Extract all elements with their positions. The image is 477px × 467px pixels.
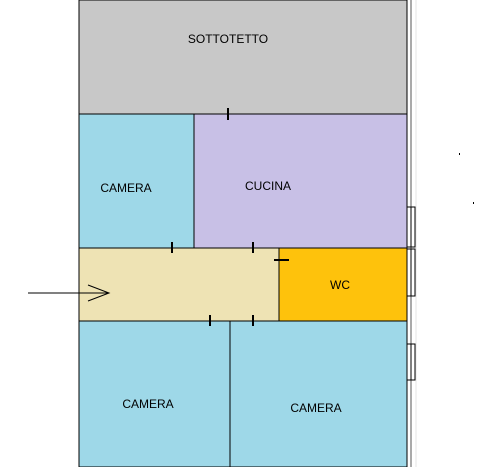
bathroom-label: WC: [330, 278, 350, 292]
window-kitchen: [406, 206, 416, 248]
entrance-arrow-icon: [28, 284, 111, 302]
bathroom-room: [278, 247, 408, 322]
window-bedroom: [406, 343, 416, 381]
kitchen-label: CUCINA: [245, 179, 291, 193]
bedroom-bottom-right-room: [229, 320, 408, 467]
stray-dot: [473, 202, 474, 204]
attic-room: [78, 0, 408, 115]
bedroom-top-label: CAMERA: [100, 181, 151, 195]
bedroom-bottom-right-label: CAMERA: [290, 401, 341, 415]
bedroom-bottom-left-label: CAMERA: [122, 397, 173, 411]
bedroom-bottom-left-room: [78, 320, 231, 467]
attic-label: SOTTOTETTO: [188, 32, 268, 46]
stray-dot: [459, 153, 460, 155]
window-bathroom: [406, 248, 416, 297]
corridor-room: [78, 247, 280, 322]
kitchen-room: [193, 113, 408, 249]
